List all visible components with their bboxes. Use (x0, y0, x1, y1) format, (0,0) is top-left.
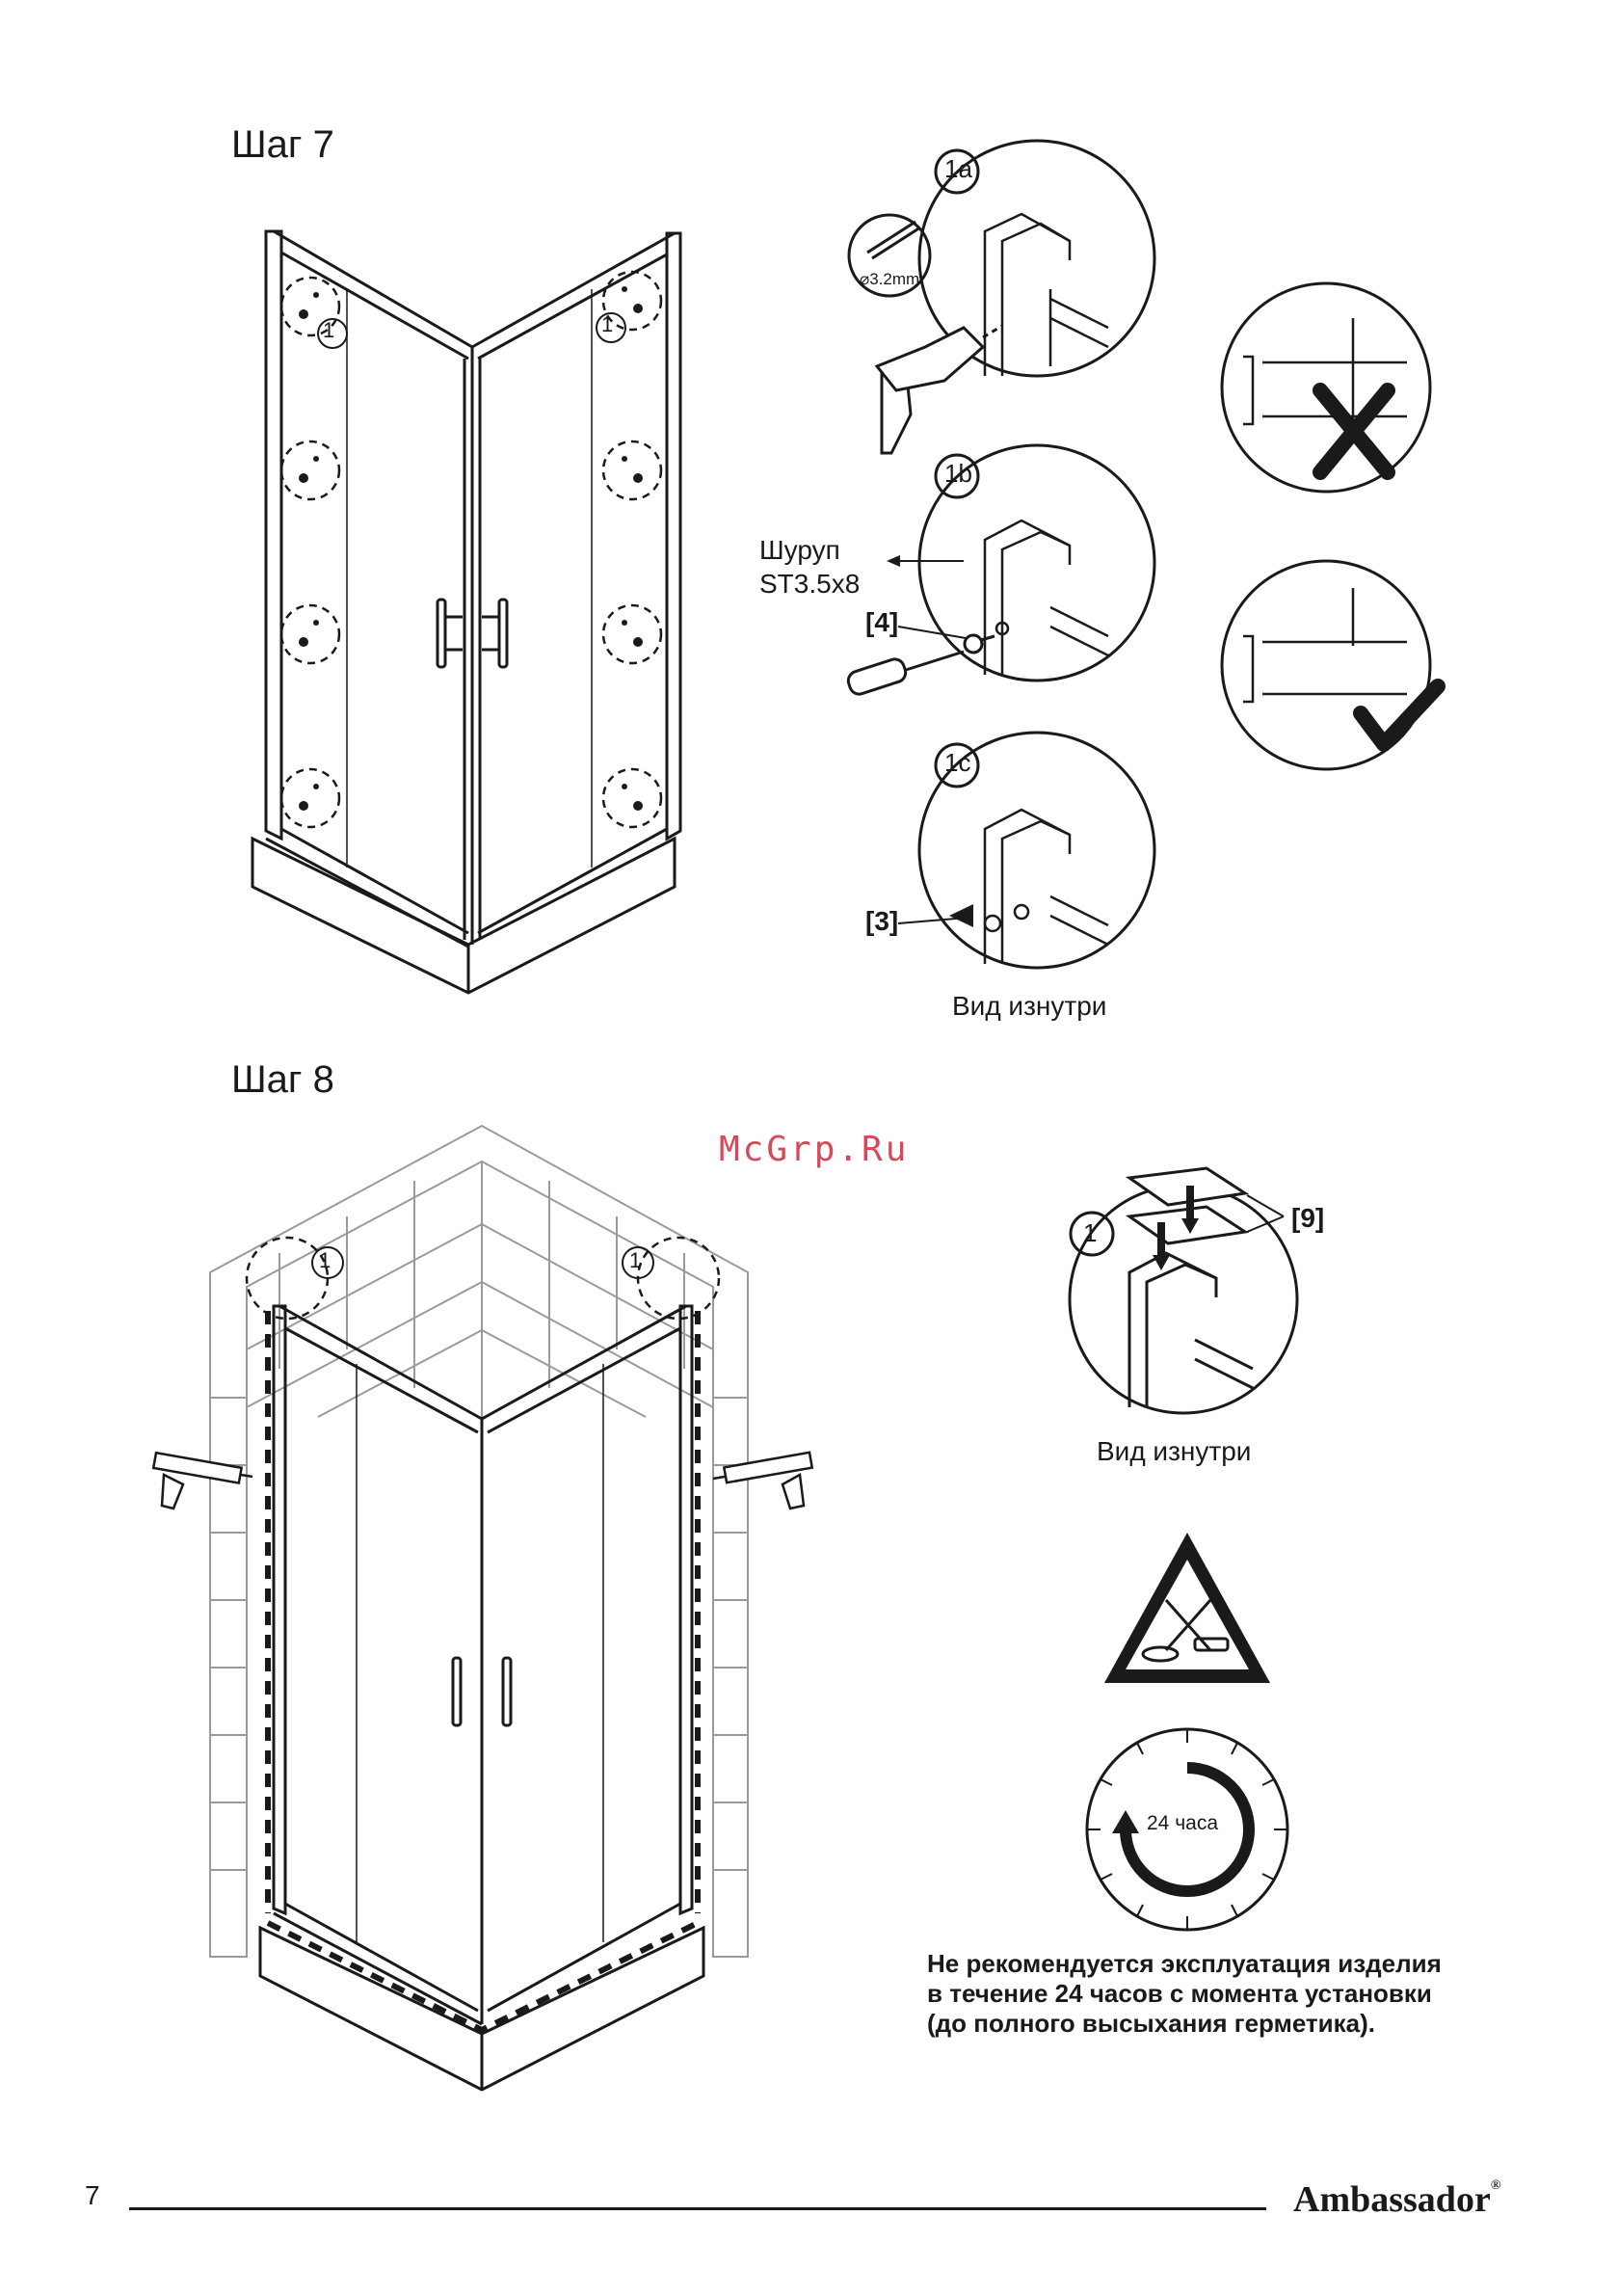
drill-icon (877, 326, 1002, 453)
part-4-label: [4] (865, 607, 898, 638)
drill-size-label: ⌀3.2mm (860, 270, 919, 289)
step8-marker-left: 1 (319, 1248, 331, 1273)
brand-name: Ambassador (1293, 2179, 1491, 2220)
screw-label-line2: ST3.5x8 (759, 569, 860, 600)
page-number: 7 (85, 2180, 100, 2211)
screw-label-line1: Шуруп (759, 535, 840, 566)
step7-title: Шаг 7 (231, 123, 334, 167)
step8-inside-view-label: Вид изнутри (1097, 1436, 1251, 1467)
note-line-1: Не рекомендуется эксплуатация изделия (927, 1949, 1442, 1979)
note-line-2: в течение 24 часов с момента установки (927, 1979, 1432, 2009)
callout-1a: 1a (944, 154, 972, 184)
footer-rule (129, 2207, 1266, 2210)
sealant-gun-icon (713, 1453, 812, 1508)
part-9-label: [9] (1291, 1203, 1324, 1234)
wrong-cross-icon (1320, 390, 1388, 472)
step7-marker-left: 1 (323, 318, 334, 343)
step7-inside-view-label: Вид изнутри (952, 991, 1106, 1022)
step8-title: Шаг 8 (231, 1058, 334, 1102)
brand-mark: ® (1491, 2178, 1500, 2193)
step8-detail-marker: 1 (1083, 1218, 1097, 1248)
correct-check-icon (1361, 686, 1438, 744)
watermark: McGrp.Ru (719, 1130, 909, 1169)
screwdriver-icon (846, 635, 995, 697)
step8-marker-right: 1 (629, 1248, 641, 1273)
callout-1b: 1b (944, 459, 972, 489)
part-3-label: [3] (865, 906, 898, 937)
timer-label: 24 часа (1147, 1812, 1218, 1835)
brand-logo: Ambassador® (1293, 2178, 1500, 2221)
warning-triangle-icon (1104, 1533, 1270, 1683)
sealant-gun-icon (153, 1453, 252, 1508)
callout-1c: 1c (944, 748, 970, 778)
note-line-3: (до полного высыхания герметика). (927, 2009, 1375, 2039)
step7-marker-right: 1 (601, 312, 613, 337)
drill-bit-icon (867, 222, 920, 258)
